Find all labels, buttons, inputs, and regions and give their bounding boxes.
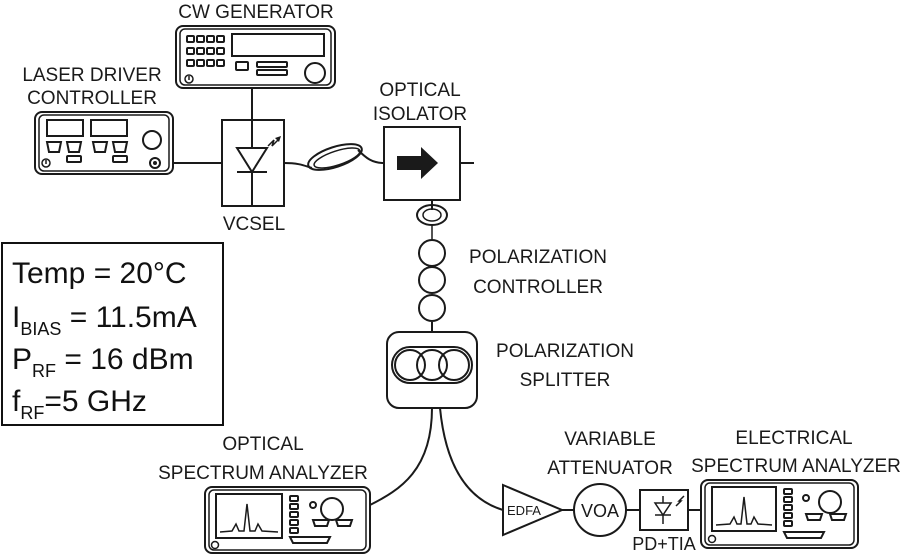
connections (165, 88, 701, 511)
splitter-to-edfa-line (439, 407, 504, 511)
esa-knob (818, 490, 842, 514)
splitter-to-osa-line (369, 407, 433, 506)
cw-generator (175, 25, 336, 89)
optical-isolator (383, 126, 461, 201)
vcsel (221, 119, 285, 207)
label-variable: VARIABLE (564, 429, 656, 450)
parameter-box: Temp = 20°C IBIAS = 11.5mA PRF = 16 dBm … (1, 242, 224, 426)
power-icon (41, 158, 51, 168)
label-esa-1: ELECTRICAL (735, 428, 852, 449)
label-osa-2: SPECTRUM ANALYZER (158, 463, 368, 484)
label-controller: CONTROLLER (27, 88, 157, 109)
esa-spectrum-trace (715, 496, 773, 526)
param-frf: fRF=5 GHz (12, 385, 147, 423)
fiber-to-isolator-line (357, 149, 385, 164)
driver-display-2 (90, 119, 128, 137)
fiber-coil (307, 143, 363, 171)
label-laser-driver: LASER DRIVER (22, 65, 161, 86)
label-voa: VOA (581, 501, 619, 521)
label-isolator: ISOLATOR (373, 104, 467, 125)
labels: CW GENERATOR LASER DRIVER CONTROLLER VCS… (22, 2, 900, 554)
fiber-paddle-4 (418, 294, 446, 322)
right-arrow-icon (397, 147, 438, 179)
osa-knob (320, 497, 344, 521)
label-polarization-splitter-1: POLARIZATION (496, 341, 634, 362)
driver-display-1 (46, 119, 84, 137)
cw-knob (304, 62, 326, 84)
cw-display (231, 33, 325, 57)
pd-tia (639, 489, 689, 531)
fiber-paddle-2 (418, 239, 446, 267)
power-icon (707, 534, 717, 544)
electrical-spectrum-analyzer (700, 479, 859, 549)
polarization-splitter (386, 331, 478, 409)
label-esa-2: SPECTRUM ANALYZER (691, 456, 900, 477)
driver-knob (142, 130, 162, 150)
voa (573, 483, 627, 537)
edfa (502, 483, 565, 537)
label-optical: OPTICAL (379, 80, 460, 101)
power-icon (184, 74, 194, 84)
esa-screen (711, 486, 777, 532)
label-polarization: POLARIZATION (469, 247, 607, 268)
fiber-paddle-3 (418, 266, 446, 294)
polarization-controller (416, 204, 448, 322)
osa-spectrum-trace (219, 503, 279, 533)
label-cw-generator: CW GENERATOR (178, 2, 334, 23)
laser-diode-icon (235, 147, 269, 174)
param-ibias: IBIAS = 11.5mA (12, 301, 197, 339)
cw-keypad (186, 35, 225, 67)
label-osa-1: OPTICAL (222, 434, 303, 455)
param-temp: Temp = 20°C (12, 257, 187, 290)
laser-driver-controller (34, 111, 174, 175)
label-edfa: EDFA (507, 503, 541, 518)
label-splitter: SPLITTER (520, 370, 611, 391)
power-icon (210, 540, 220, 550)
label-attenuator: ATTENUATOR (547, 458, 673, 479)
param-prf: PRF = 16 dBm (12, 343, 194, 381)
optical-spectrum-analyzer (204, 486, 371, 554)
label-vcsel: VCSEL (223, 214, 285, 235)
label-pd-tia: PD+TIA (632, 534, 696, 554)
label-pol-controller: CONTROLLER (473, 277, 603, 298)
